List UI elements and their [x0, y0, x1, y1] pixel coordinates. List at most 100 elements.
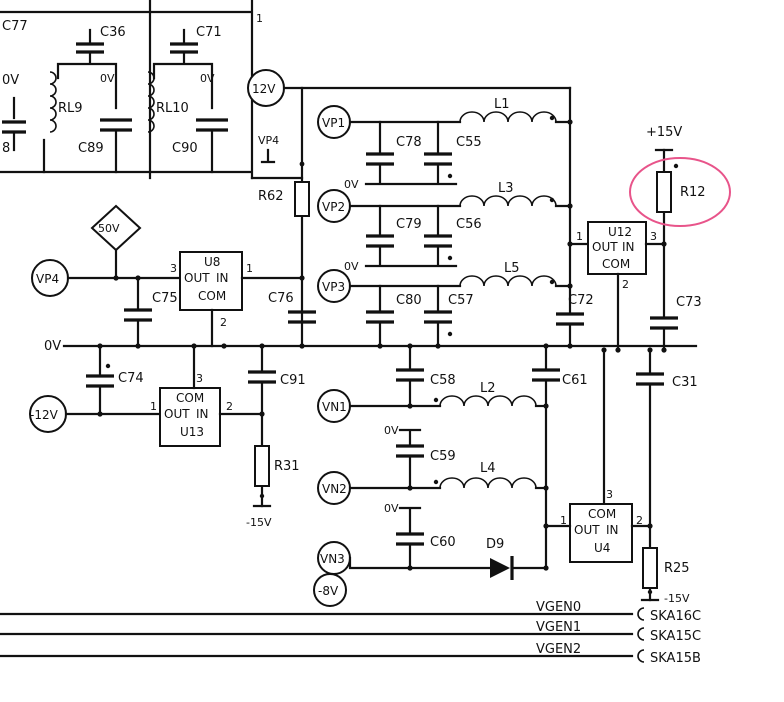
u4-out: OUT [574, 523, 600, 537]
negative-supply-section: C58 VN1 L2 C61 0V C59 VN2 L4 0V C60 VN3 [313, 344, 588, 607]
label-50v: 50V [98, 222, 120, 235]
resistor-r62 [294, 181, 310, 217]
label-d9: D9 [486, 537, 504, 552]
label-vn2: VN2 [322, 482, 347, 496]
highlight-circle [629, 157, 731, 227]
resistor-r25 [642, 547, 658, 589]
u12-out: OUT [592, 240, 618, 254]
label-ov-vn2: 0V [384, 424, 399, 437]
label-c76: C76 [268, 291, 294, 306]
label-vp1: VP1 [322, 116, 345, 130]
ic-u12 [587, 221, 647, 275]
label-m15v-a: -15V [246, 516, 272, 529]
ground-rail: 0V [44, 339, 698, 354]
label-c89: C89 [78, 141, 104, 156]
label-vp4-left: VP4 [36, 272, 59, 286]
u12-section: U12 OUT IN COM 1 3 2 +15V R12 C73 [576, 125, 731, 352]
u12-pin2: 2 [622, 278, 629, 291]
top-pin-label: 1 [256, 12, 263, 25]
label-c77: C77 [2, 19, 28, 34]
u4-com: COM [588, 507, 616, 521]
u13-pin1: 1 [150, 400, 157, 413]
label-c57: C57 [448, 293, 474, 308]
u13-name: U13 [180, 425, 204, 439]
u4-section: COM OUT IN U4 3 1 2 C31 R25 -15V [544, 348, 698, 605]
u4-pin2: 2 [636, 514, 643, 527]
u12-in: IN [622, 240, 635, 254]
u4-pin3: 3 [606, 488, 613, 501]
label-ov-rl10: 0V [200, 72, 215, 85]
signal-vgen1: VGEN1 [536, 620, 581, 635]
label-c78: C78 [396, 135, 422, 150]
ic-u13 [159, 387, 221, 447]
label-m8v: -8V [318, 584, 339, 598]
label-c55: C55 [456, 135, 482, 150]
label-rl9: RL9 [58, 101, 83, 116]
label-c58: C58 [430, 373, 456, 388]
label-c79: C79 [396, 217, 422, 232]
connector-ska15c: SKA15C [650, 629, 701, 644]
relay-section: 1 C77 0V 8 C36 RL9 0V C89 C71 RL10 0V C9… [0, 0, 263, 180]
connector-m8v [313, 573, 347, 607]
u13-com: COM [176, 391, 204, 405]
label-c80: C80 [396, 293, 422, 308]
u12-com: COM [602, 257, 630, 271]
label-l3: L3 [498, 181, 514, 196]
label-c61: C61 [562, 373, 588, 388]
u8-pin1: 1 [246, 262, 253, 275]
positive-supply-section: 12V R62 VP4 VP1 L1 C78 C55 0V VP2 L3 C [247, 69, 594, 348]
label-c75: C75 [152, 291, 178, 306]
label-m12v: -12V [30, 408, 59, 422]
label-ov-vp1: 0V [344, 178, 359, 191]
label-rl10: RL10 [156, 101, 189, 116]
u8-pin3: 3 [170, 262, 177, 275]
label-r62: R62 [258, 189, 284, 204]
u13-section: -12V C74 COM OUT IN U13 1 2 3 C91 R31 -1… [29, 344, 306, 529]
u13-out: OUT [164, 407, 190, 421]
u4-pin1: 1 [560, 514, 567, 527]
u13-in: IN [196, 407, 209, 421]
label-r31: R31 [274, 459, 300, 474]
connector-ska16c: SKA16C [650, 609, 701, 624]
u13-pin3: 3 [196, 372, 203, 385]
label-ov-rail: 0V [44, 339, 61, 354]
u8-section: VP4 50V C75 U8 OUT IN COM 3 1 2 C76 [31, 204, 316, 348]
diode-d9 [490, 558, 510, 578]
signal-vgen2: VGEN2 [536, 642, 581, 657]
label-c59: C59 [430, 449, 456, 464]
label-l5: L5 [504, 261, 520, 276]
resistor-r12 [656, 171, 672, 213]
label-l1: L1 [494, 97, 510, 112]
label-vp2: VP2 [322, 200, 345, 214]
label-c72: C72 [568, 293, 594, 308]
label-ov-vp2: 0V [344, 260, 359, 273]
label-p15v: +15V [646, 125, 682, 140]
u13-pin2: 2 [226, 400, 233, 413]
label-c31: C31 [672, 375, 698, 390]
label-c74: C74 [118, 371, 144, 386]
resistor-r31 [254, 445, 270, 487]
u8-com: COM [198, 289, 226, 303]
label-c-left: 8 [2, 141, 10, 156]
u12-name: U12 [608, 225, 632, 239]
label-vp3: VP3 [322, 280, 345, 294]
label-c36: C36 [100, 25, 126, 40]
label-12v: 12V [252, 82, 276, 96]
label-ov-vn3: 0V [384, 502, 399, 515]
u8-pin2: 2 [220, 316, 227, 329]
u12-pin1: 1 [576, 230, 583, 243]
label-r12: R12 [680, 185, 706, 200]
label-m15v-b: -15V [664, 592, 690, 605]
label-vn3: VN3 [320, 552, 345, 566]
label-ov-top: 0V [2, 73, 19, 88]
u8-name: U8 [204, 255, 220, 269]
label-vn1: VN1 [322, 400, 347, 414]
connector-ska15b: SKA15B [650, 651, 701, 666]
label-c90: C90 [172, 141, 198, 156]
label-ov-rl9: 0V [100, 72, 115, 85]
u4-in: IN [606, 523, 619, 537]
label-l2: L2 [480, 381, 496, 396]
label-c73: C73 [676, 295, 702, 310]
u12-pin3: 3 [650, 230, 657, 243]
